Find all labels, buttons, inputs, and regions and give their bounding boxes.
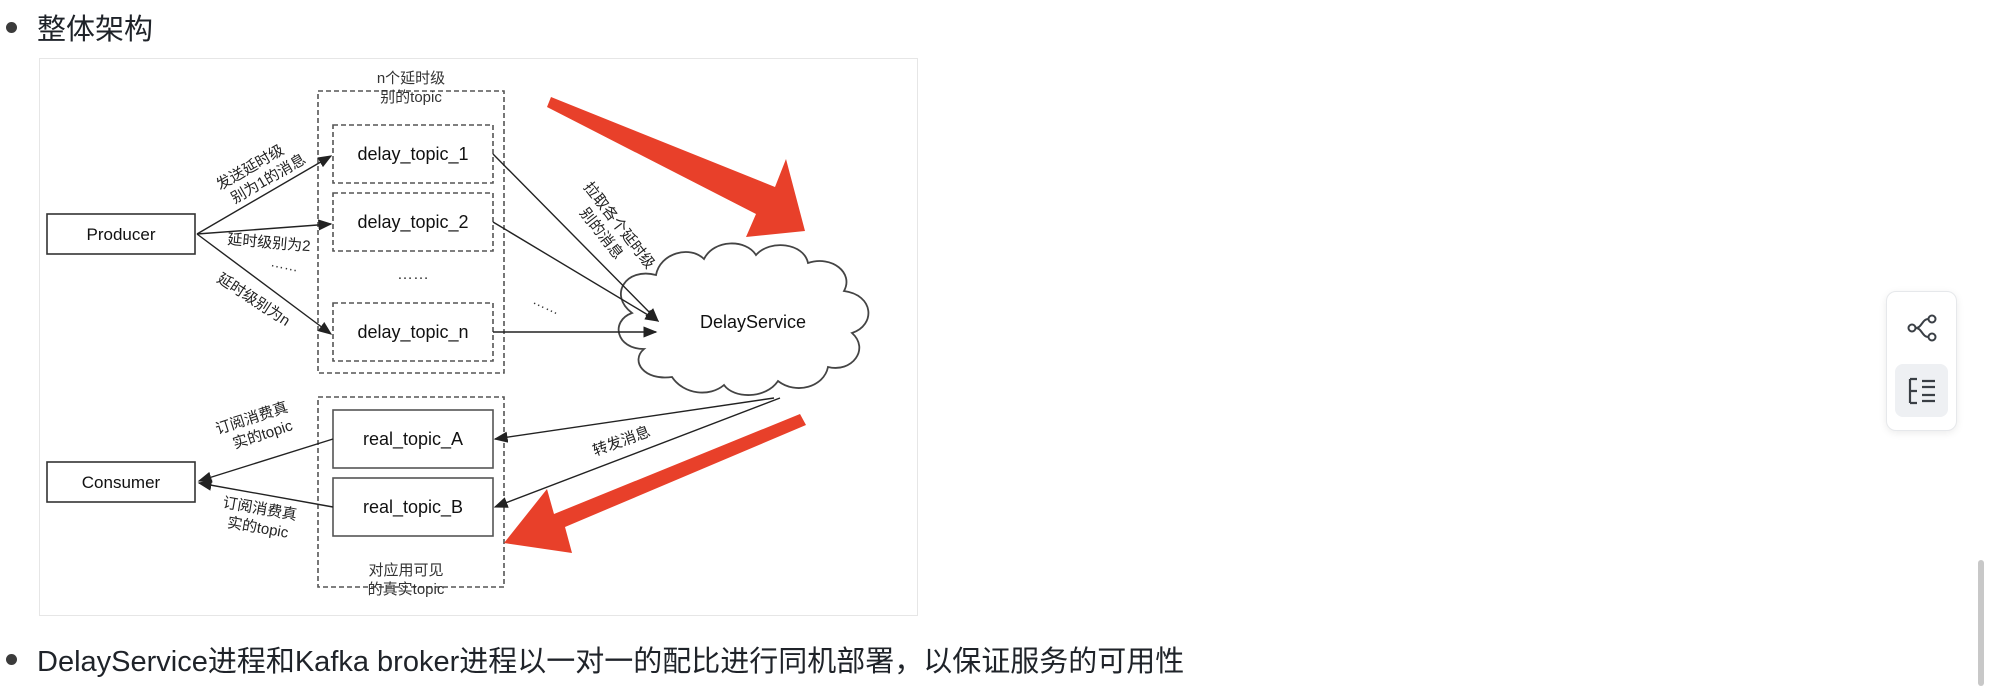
top-group-label-1: n个延时级 [377,70,445,87]
real-topic-label: real_topic_A [363,429,463,450]
forward-label: 转发消息 [591,423,653,460]
delay-topic-label: delay_topic_2 [357,212,468,233]
consumer-label: Consumer [82,473,161,492]
bullet-dot [6,21,17,33]
send-arrow [196,219,333,235]
real-topic-label: real_topic_B [363,497,463,518]
send-arrow [196,233,333,335]
annotation-arrow-top [547,97,805,237]
bullet-text: 整体架构 [37,14,154,46]
subscribe-arrow [197,479,334,508]
real-topic-box [332,477,494,537]
architecture-diagram[interactable]: n个延时级 别的topic delay_topic_1 delay_topic_… [39,58,918,616]
pull-ellipsis: …… [531,291,563,317]
side-toolbar [1886,291,1957,431]
bottom-group-label-1: 对应用可见 [368,561,443,579]
producer-box [46,213,196,255]
bullet-item-deployment: DelayService进程和Kafka broker进程以一对一的配比进行同机… [0,638,1184,680]
producer-label: Producer [87,225,156,244]
delay-service-label: DelayService [700,312,806,332]
send-label-n: 延时级别为n [214,270,293,330]
bullet-dot [6,653,17,665]
forward-arrow [493,397,781,508]
real-topic-box [332,409,494,469]
bullet-item-architecture: 整体架构 [0,6,153,48]
outline-icon [1908,377,1935,404]
mindmap-icon [1907,314,1936,341]
delay-topic-box [332,302,494,362]
delay-topic-box [332,124,494,184]
send-arrow [196,155,333,235]
bottom-group-label-2: 的真实topic [368,580,445,598]
outline-button[interactable] [1895,364,1948,417]
annotation-arrow-bottom [504,414,806,553]
consumer-box [46,461,196,503]
top-group-label-2: 别的topic [380,89,442,106]
subscribe-arrow [197,438,334,483]
forward-arrow [493,397,775,443]
bullet-text: DelayService进程和Kafka broker进程以一对一的配比进行同机… [37,646,1185,678]
send-label-2: 延时级别为2 [227,231,312,255]
vertical-scrollbar[interactable] [1978,560,1984,686]
delay-service-cloud [617,242,870,396]
mindmap-button[interactable] [1895,301,1948,354]
send-ellipsis: …… [269,253,300,274]
delay-topic-label: delay_topic_n [357,322,468,343]
delay-topic-ellipsis: …… [397,266,429,283]
pull-arrow [492,221,660,322]
pull-arrow [492,153,659,322]
delay-topic-label: delay_topic_1 [357,144,468,165]
